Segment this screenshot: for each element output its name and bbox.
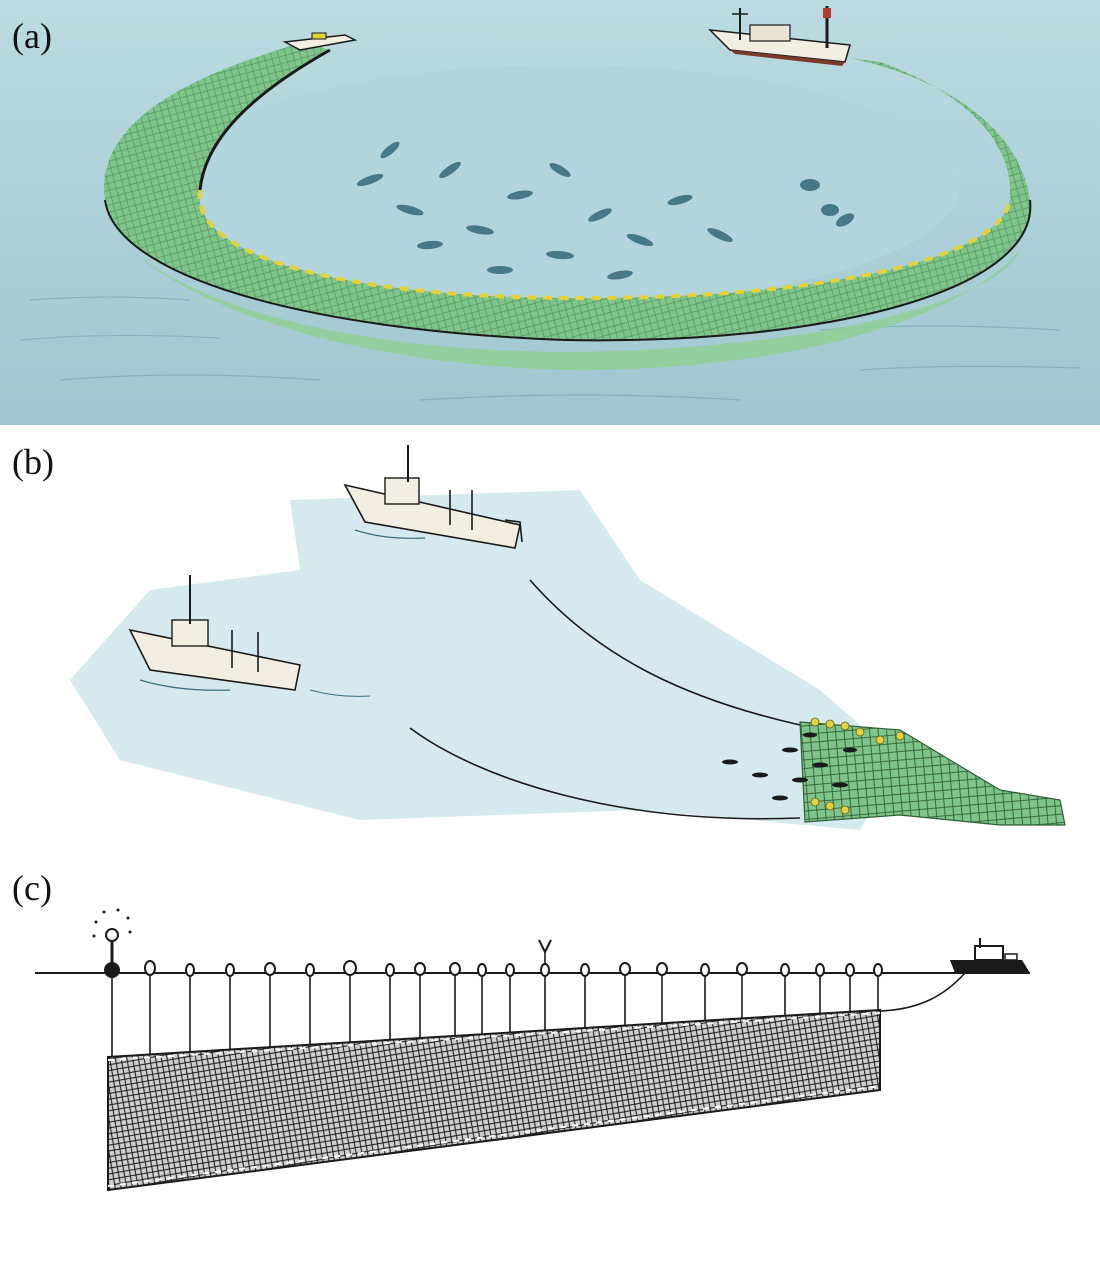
panel-label-a: (a) bbox=[12, 16, 52, 56]
gillnet-illustration bbox=[35, 908, 1030, 1192]
trawl-floats bbox=[810, 717, 905, 815]
trawl-warp-upper bbox=[529, 579, 801, 726]
trawl-fish bbox=[722, 732, 857, 801]
trawler-vessel-lower bbox=[128, 575, 371, 697]
panel-b-pair-trawl: (b) bbox=[0, 430, 1100, 850]
pair-trawl-illustration bbox=[70, 445, 1066, 830]
purse-seiner-vessel bbox=[707, 6, 851, 66]
panel-c-gillnet: (c) bbox=[0, 860, 1100, 1275]
vessel-tow-line bbox=[877, 972, 966, 1012]
net-edge-line bbox=[104, 199, 1032, 342]
net-inner-edge bbox=[198, 48, 331, 191]
purse-seine-net-skirt bbox=[120, 240, 1020, 371]
skiff-boat bbox=[282, 32, 358, 51]
trawl-warp-lower bbox=[409, 727, 801, 820]
panel-label-c: (c) bbox=[12, 868, 52, 908]
trawl-net-mesh bbox=[799, 721, 1066, 826]
sea-wash bbox=[70, 490, 900, 830]
radar-reflector-buoy bbox=[538, 939, 552, 977]
float-line bbox=[197, 189, 1012, 301]
trawler-vessel-upper bbox=[343, 445, 523, 549]
light-marker-buoy bbox=[92, 908, 132, 978]
gillnet-lead-rope bbox=[107, 1085, 881, 1187]
surface-floats bbox=[144, 960, 883, 977]
panel-a-purse-seine: (a) bbox=[0, 0, 1100, 425]
gillnet-float-rope bbox=[107, 1012, 881, 1061]
enclosed-water bbox=[170, 65, 960, 305]
fish-school bbox=[356, 141, 855, 280]
gillnet-vessel bbox=[950, 938, 1030, 973]
panel-label-b: (b) bbox=[12, 442, 54, 482]
gillnet-mesh bbox=[107, 1008, 881, 1192]
buoy-droppers bbox=[111, 950, 879, 1057]
purse-seine-illustration bbox=[0, 0, 1100, 425]
